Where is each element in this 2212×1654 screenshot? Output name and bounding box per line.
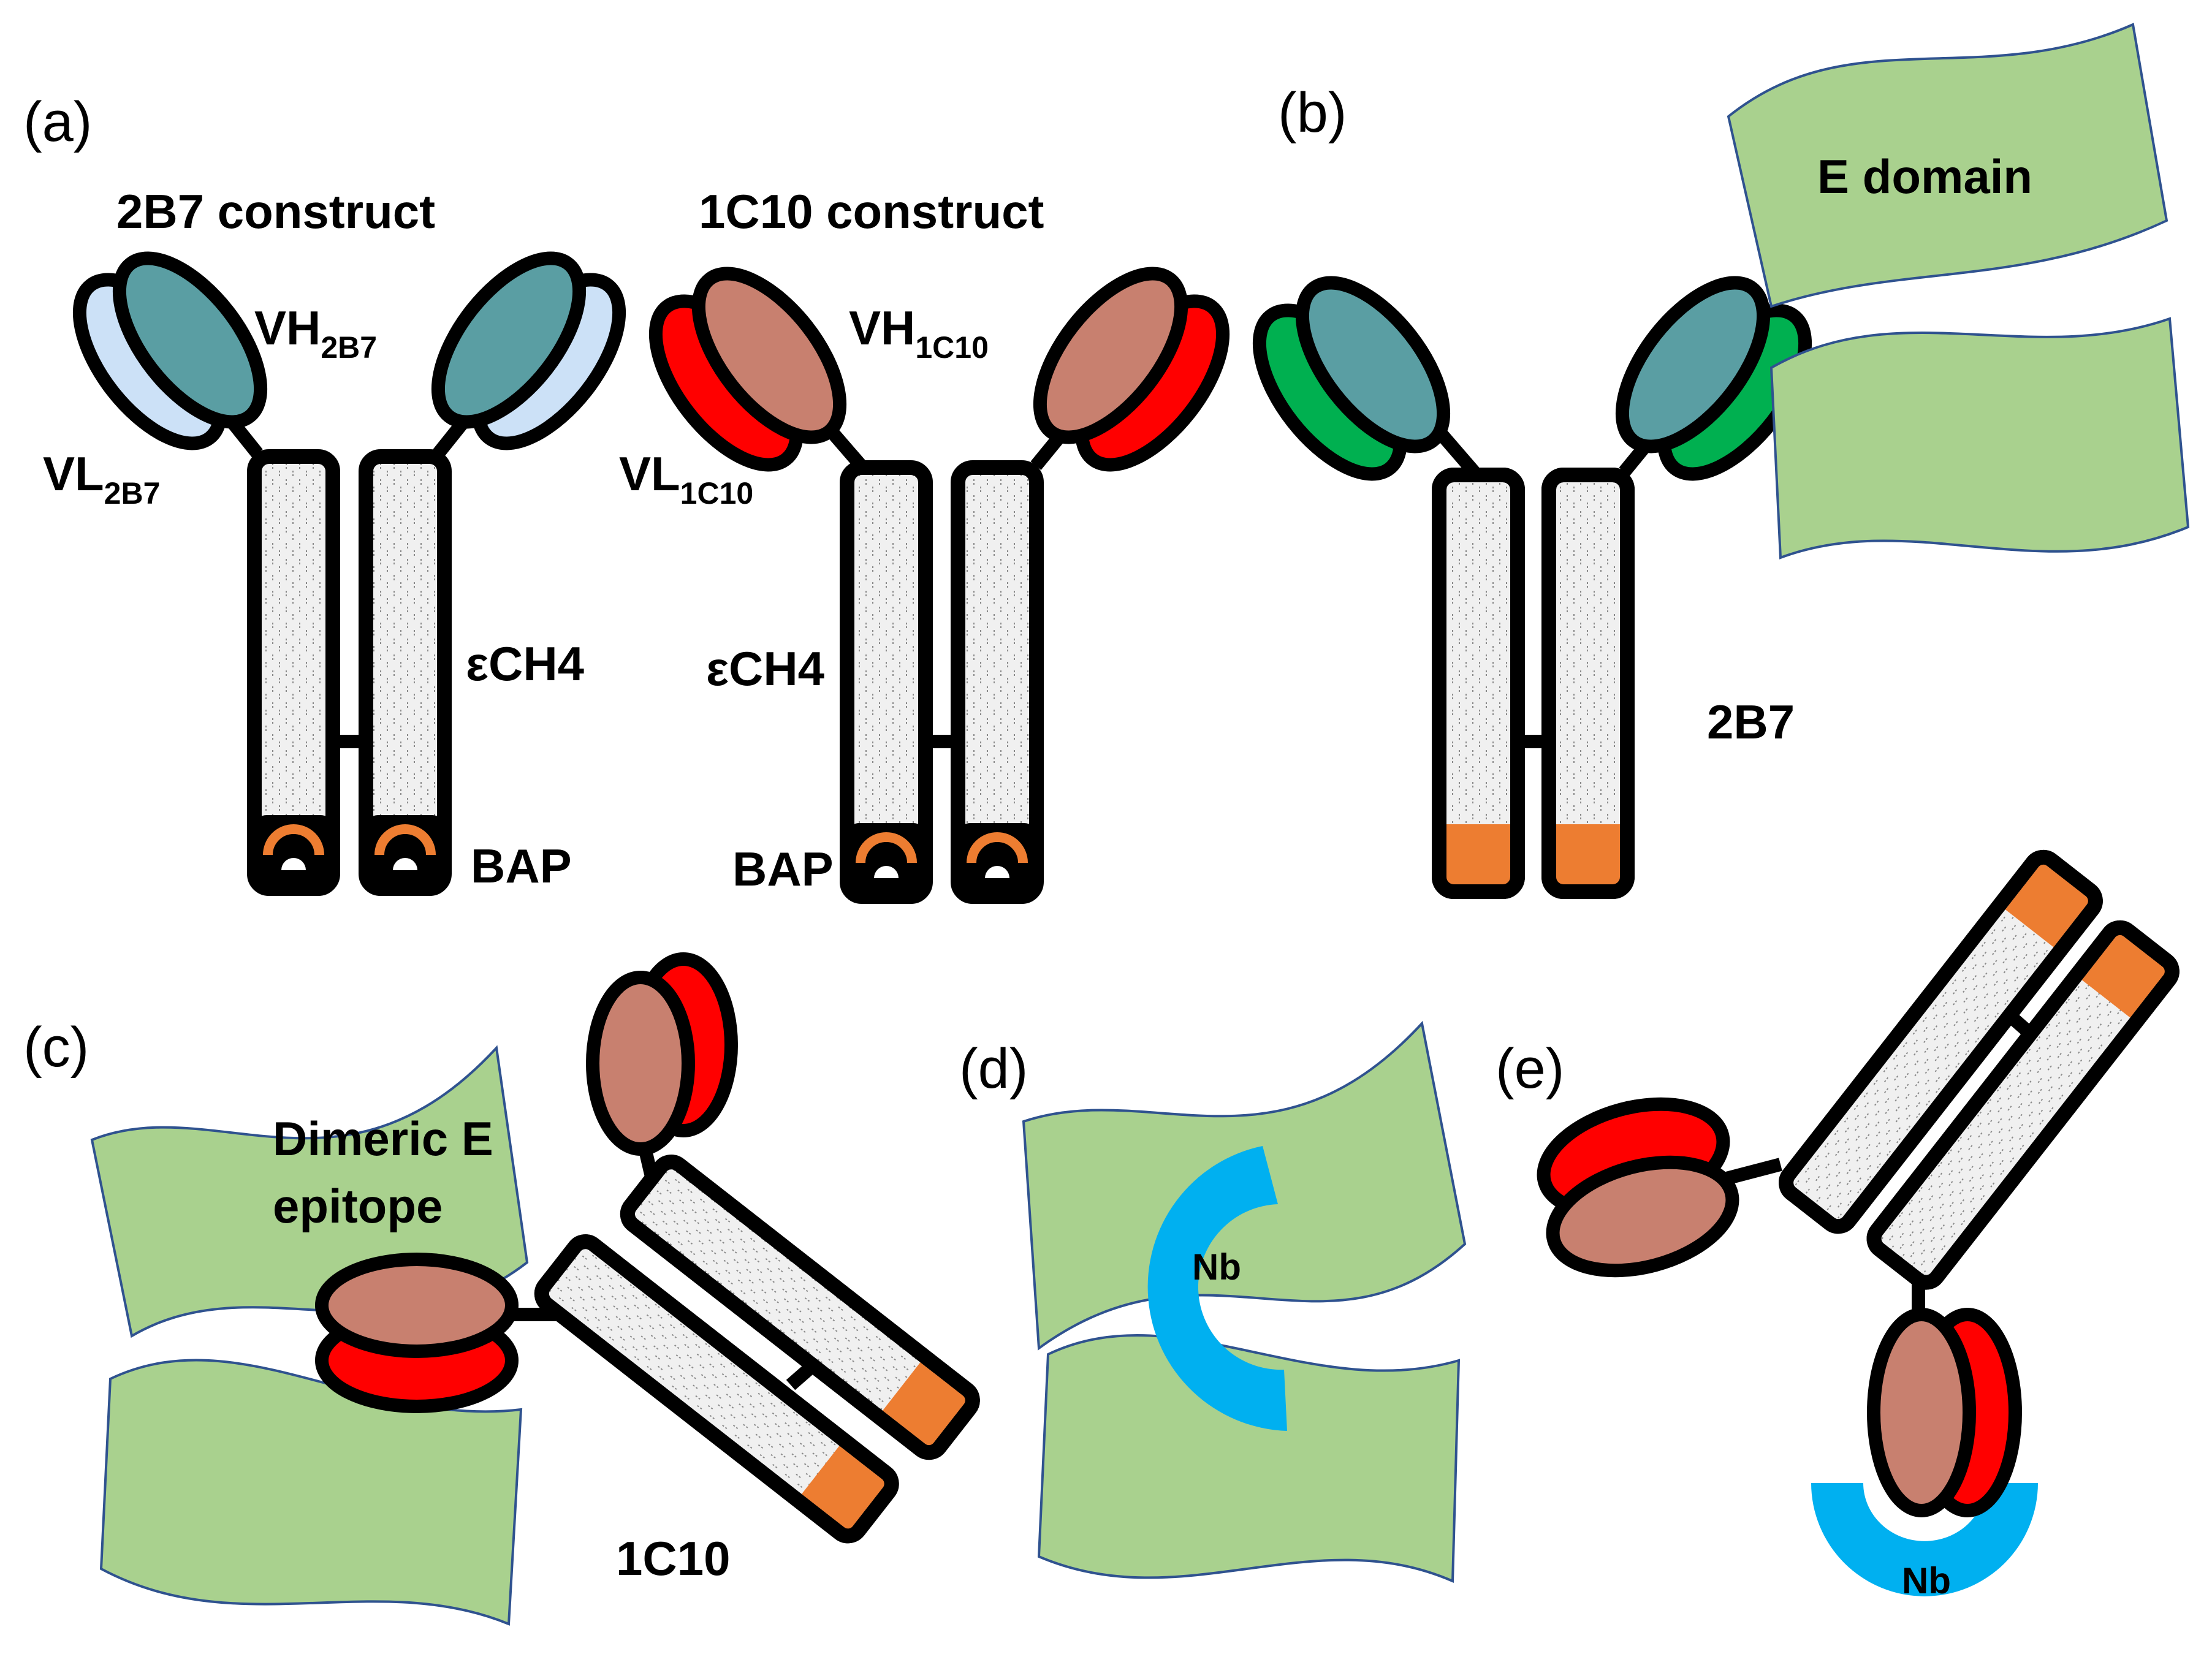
vh-domain-upper (586, 971, 695, 1156)
vh-2b7-label: VH2B7 (254, 301, 377, 365)
panel-b-letter: (b) (1278, 82, 1347, 144)
stem-upper-outline (620, 1155, 980, 1460)
construct-1c10-title: 1C10 construct (699, 184, 1044, 238)
ech4-label-1c10: εCH4 (706, 642, 824, 696)
vh-domain-lower (315, 1253, 519, 1358)
panel-d-letter: (d) (959, 1038, 1028, 1100)
tag-b (2081, 932, 2167, 1018)
construct-2b7-title: 2B7 construct (116, 184, 435, 238)
nanobody-label-e: Nb (1902, 1560, 1951, 1601)
bap-hole-right (393, 858, 417, 870)
tag-left (1446, 824, 1510, 884)
panel-e: (e) Nb (1496, 849, 2180, 1601)
vh-domain-right (431, 251, 587, 429)
bap-arc-left (856, 832, 917, 863)
bap-arc-right (967, 832, 1028, 863)
stem-right-outline (1541, 468, 1635, 899)
antibody-1c10-construct: VH1C10 VL1C10 εCH4 BAP (619, 267, 1230, 904)
dimeric-epitope-line2: epitope (273, 1179, 443, 1233)
panel-e-letter: (e) (1496, 1038, 1564, 1100)
stem-a-outline (1779, 849, 2103, 1234)
vh-1c10-label: VH1C10 (849, 301, 989, 365)
stem-b-outline (1866, 920, 2180, 1290)
panel-a-letter: (a) (23, 91, 92, 153)
vl-1c10-label: VL1C10 (619, 447, 753, 510)
clone-1c10-label: 1C10 (616, 1531, 730, 1585)
nanobody-shape (1147, 1146, 1287, 1431)
tag-upper (883, 1362, 968, 1448)
vh-domain-left (691, 267, 847, 444)
vl-2b7-label: VL2B7 (43, 447, 160, 510)
vh-domain-right (1033, 267, 1188, 444)
bap-label-2b7: BAP (471, 839, 572, 893)
bap-label-1c10: BAP (732, 842, 834, 896)
vh-domain-bottom (1867, 1308, 1976, 1517)
bap-hole-left (281, 858, 306, 870)
stem-lower-outline (534, 1234, 899, 1544)
dimeric-epitope-line1: Dimeric E (273, 1112, 493, 1166)
epitope-sheet-bottom (99, 1359, 523, 1626)
bap-arc-left (263, 824, 324, 855)
e-domain-sheet-bottom (1769, 317, 2190, 560)
stem-left-outline (1432, 468, 1525, 899)
panel-c-letter: (c) (23, 1016, 89, 1079)
tag-right (1556, 824, 1620, 884)
bap-hole-left (874, 866, 899, 878)
panel-c: (c) Dimeric E epitope 1C10 (23, 952, 980, 1626)
bap-arc-right (374, 824, 436, 855)
e-domain-label: E domain (1817, 150, 2032, 203)
antibody-2b7-construct: VH2B7 VL2B7 εCH4 BAP (43, 251, 626, 896)
antibody-1c10-with-nanobody (1537, 849, 2180, 1596)
stem-a-group (1779, 849, 2103, 1234)
vh-domain-left (1295, 276, 1451, 453)
stem-upper-group (620, 1155, 980, 1460)
tag-a (2005, 862, 2091, 947)
antibody-1c10-bound (315, 952, 980, 1544)
panel-b: (b) E domain 2B7 (1252, 23, 2190, 899)
clone-2b7-label: 2B7 (1707, 695, 1795, 749)
panel-d: (d) Nb (959, 1020, 1467, 1584)
vh-domain-left (1546, 1155, 1739, 1278)
e-domain-sheet-top (1727, 23, 2168, 308)
vh-domain-left (112, 251, 268, 429)
ech4-label-2b7: εCH4 (466, 637, 584, 691)
stem-lower-group (534, 1234, 899, 1544)
tag-lower (801, 1446, 887, 1531)
nanobody-label-d: Nb (1192, 1246, 1241, 1288)
vh-domain-right (1615, 276, 1771, 453)
stem-b-group (1866, 920, 2180, 1290)
bap-hole-right (985, 866, 1009, 878)
antibody-2b7-bound (1252, 276, 1812, 899)
panel-a: (a) 2B7 construct 1C10 construct VH2B7 V… (23, 91, 1230, 904)
